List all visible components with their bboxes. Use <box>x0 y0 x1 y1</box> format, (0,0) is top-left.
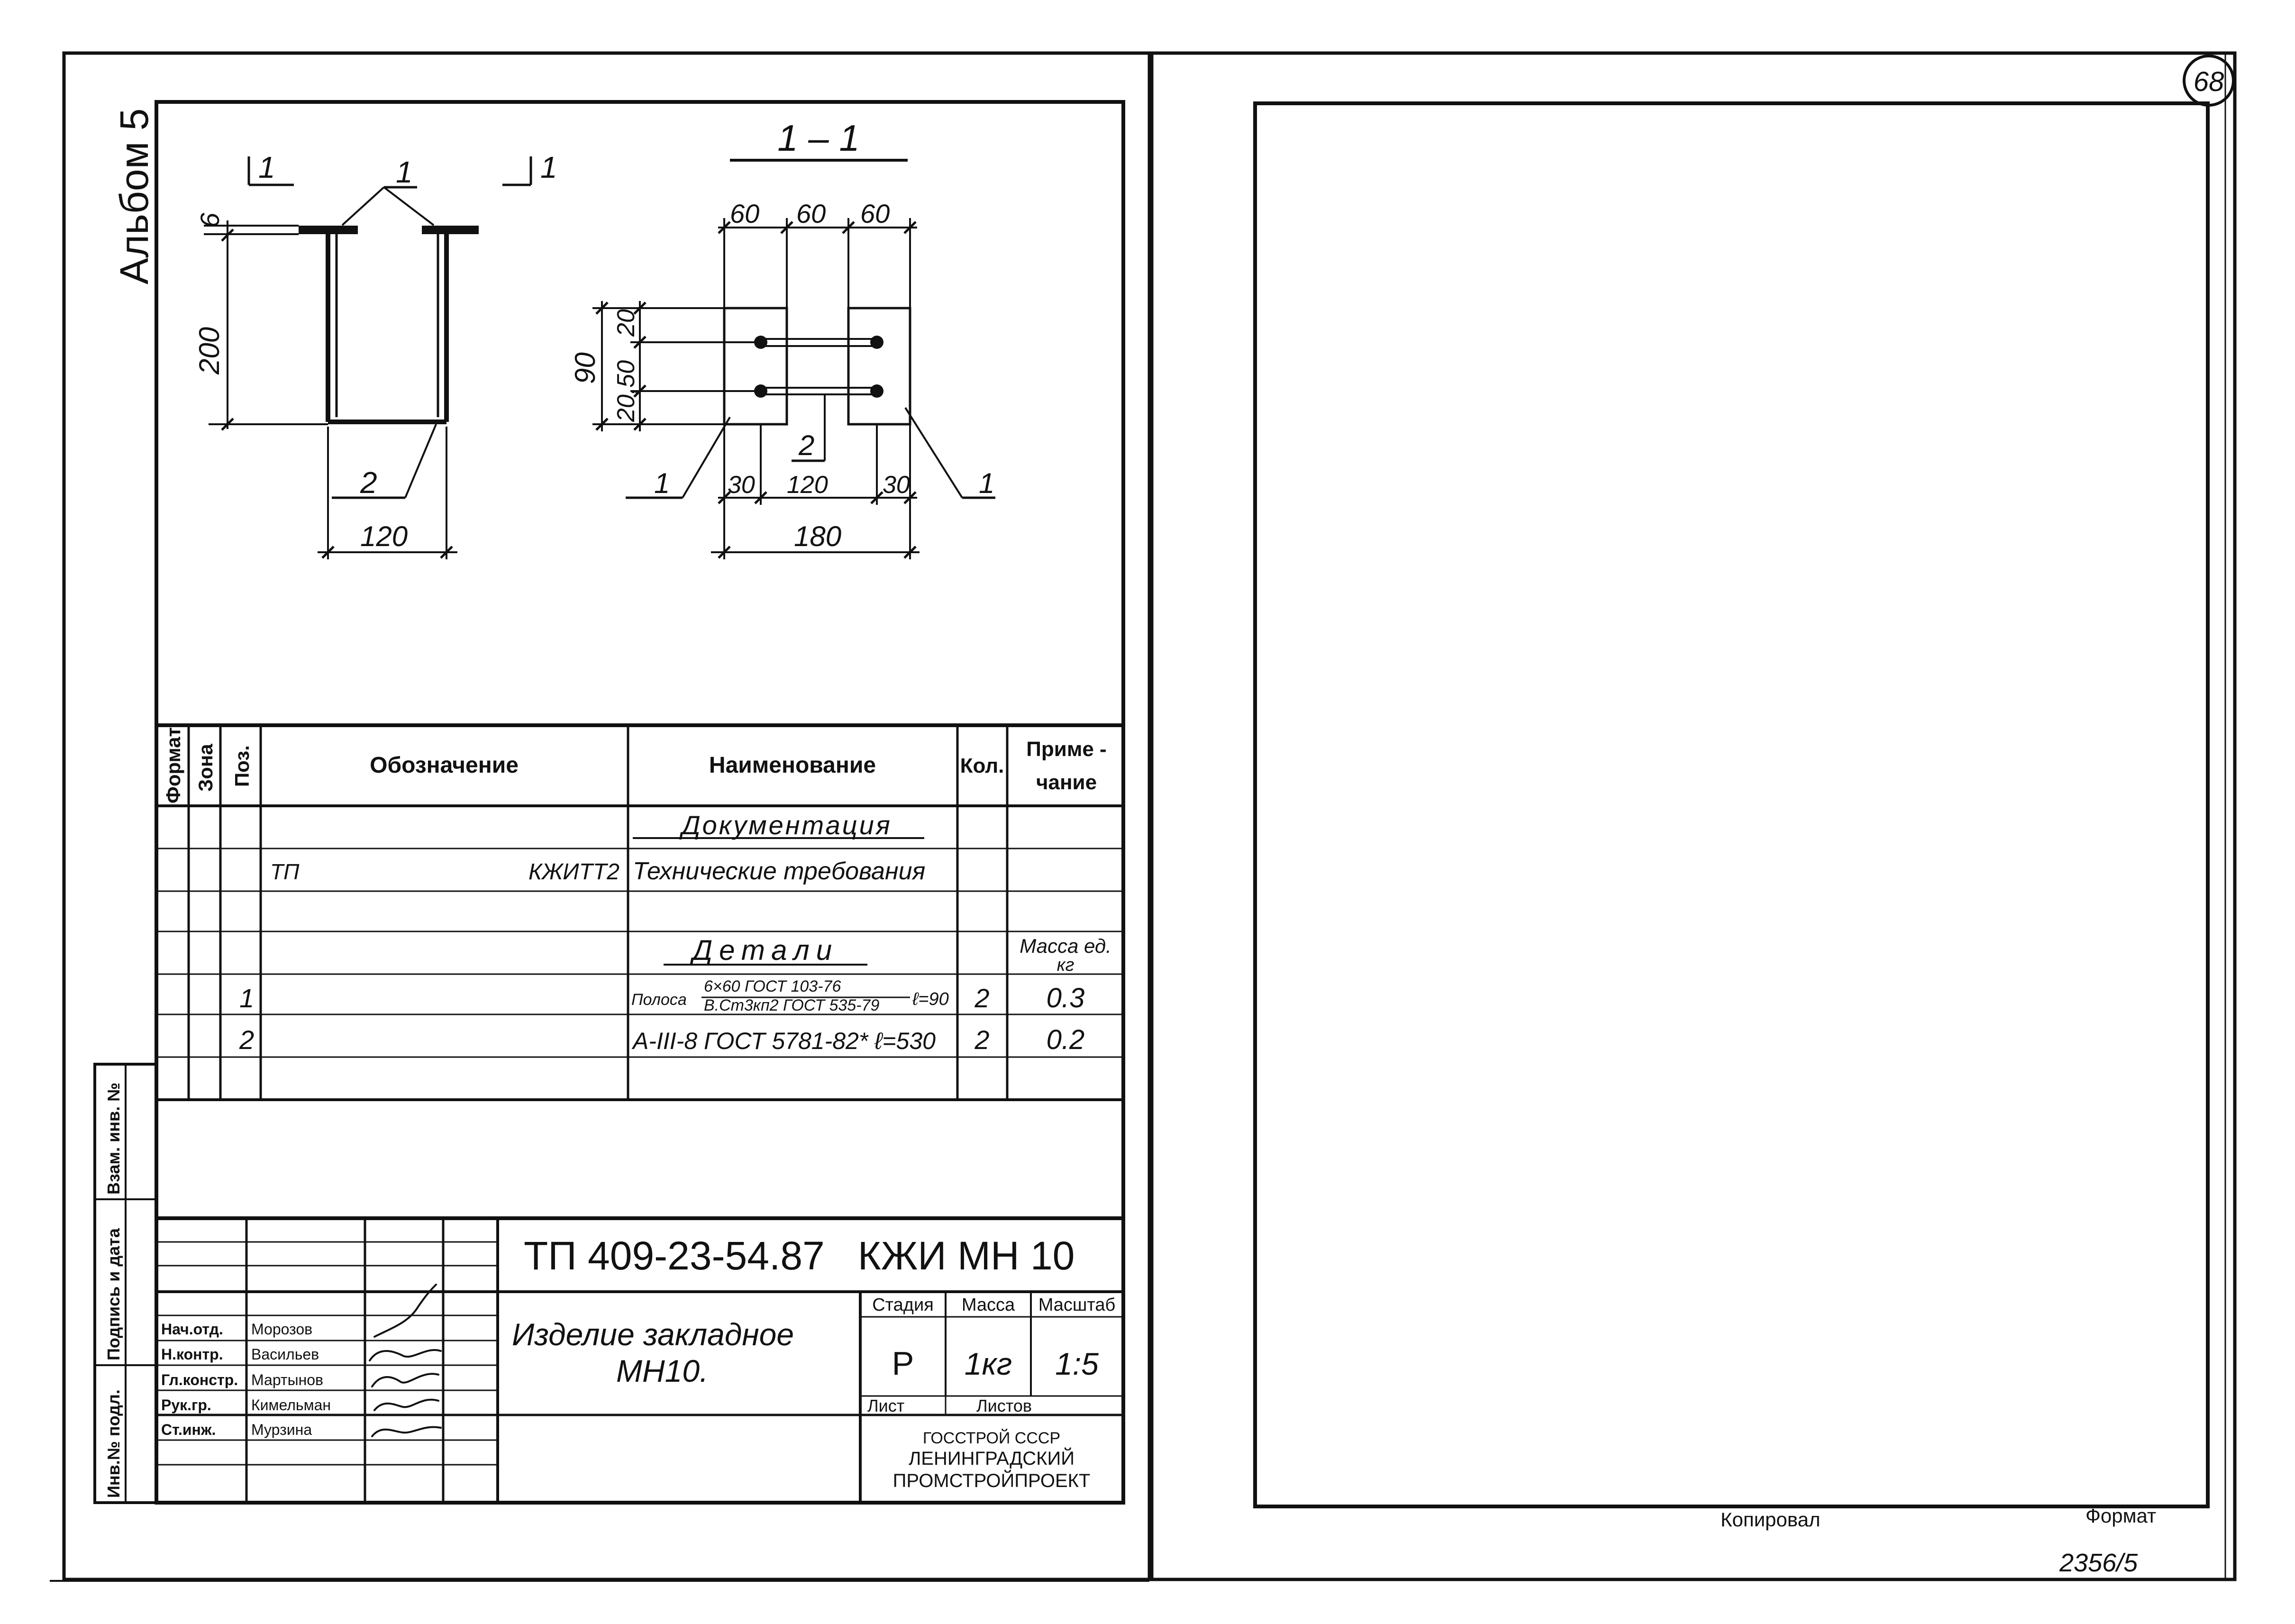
header-pos: Поз. <box>231 745 253 787</box>
title-block-grid <box>156 1216 1123 1503</box>
svg-text:120: 120 <box>360 520 408 552</box>
row1-name-numer: 6×60 ГОСТ 103-76 <box>704 977 841 995</box>
row1-name-prefix: Полоса <box>631 991 687 1009</box>
section-view <box>592 159 995 559</box>
spec-table-body: Документация ТП КЖИТТ2 Технические требо… <box>239 810 1111 1055</box>
row1-name-suffix: ℓ=90 <box>912 989 949 1009</box>
row2-name: А-III-8 ГОСТ 5781-82* ℓ=530 <box>631 1028 936 1054</box>
org-line-1: ГОССТРОЙ СССР <box>923 1429 1060 1447</box>
staff-name: Мартынов <box>251 1371 323 1388</box>
svg-text:60: 60 <box>860 199 890 228</box>
svg-text:68: 68 <box>2194 66 2224 97</box>
sheets-label: Листов <box>976 1396 1032 1415</box>
header-qty: Кол. <box>960 754 1004 777</box>
svg-text:200: 200 <box>193 327 225 375</box>
svg-text:1: 1 <box>396 155 413 189</box>
header-zone: Зона <box>194 744 217 792</box>
sheet-frames <box>50 51 2237 1582</box>
org-line-2: ЛЕНИНГРАДСКИЙ <box>909 1447 1075 1469</box>
row2-pos: 2 <box>239 1025 254 1055</box>
row1-pos: 1 <box>239 983 254 1013</box>
mass-note-1: Масса ед. <box>1020 935 1111 957</box>
format-label: Формат <box>2086 1505 2156 1527</box>
mass-value: 1кг <box>965 1346 1012 1381</box>
staff-name: Мурзина <box>251 1421 312 1438</box>
spec-table-grid <box>156 723 1123 1101</box>
staff-role: Ст.инж. <box>161 1421 216 1438</box>
org-line-3: ПРОМСТРОЙПРОЕКТ <box>893 1469 1091 1491</box>
side-stamp-labels: Инв.№ подл. Подпись и дата Взам. инв. № <box>104 1083 123 1498</box>
row2-qty: 2 <box>974 1025 989 1055</box>
sheet-label: Лист <box>867 1396 904 1415</box>
scale-label: Масштаб <box>1038 1295 1116 1315</box>
weld-marks <box>754 336 883 398</box>
footer: Копировал Формат 2356/5 <box>1721 1505 2156 1577</box>
svg-text:1: 1 <box>258 150 275 184</box>
section-details: Детали <box>690 934 838 966</box>
spec-table-header: Формат Зона Поз. Обозначение Наименовани… <box>162 727 1107 803</box>
svg-text:1: 1 <box>540 150 557 184</box>
staff-role: Н.контр. <box>161 1346 223 1363</box>
mass-label: Масса <box>962 1295 1015 1315</box>
footer-number: 2356/5 <box>2059 1549 2138 1577</box>
drawing-title-2: МН10. <box>616 1353 708 1388</box>
svg-text:1 – 1: 1 – 1 <box>777 117 859 159</box>
svg-text:30: 30 <box>883 471 910 499</box>
row1-qty: 2 <box>974 983 989 1013</box>
section-documentation: Документация <box>679 810 892 840</box>
stage-label: Стадия <box>872 1295 934 1315</box>
svg-text:90: 90 <box>569 352 601 384</box>
staff-name: Васильев <box>251 1346 319 1363</box>
svg-text:2: 2 <box>798 429 814 461</box>
staff-name: Кимельман <box>251 1396 331 1414</box>
stamp-inv-podl: Инв.№ подл. <box>104 1389 123 1498</box>
drawing-code: ТП 409-23-54.87 КЖИ МН 10 <box>524 1233 1075 1278</box>
svg-text:1: 1 <box>979 467 994 499</box>
stamp-vzam: Взам. инв. № <box>104 1083 123 1195</box>
svg-text:60: 60 <box>730 199 759 228</box>
header-note-1: Приме - <box>1026 738 1106 761</box>
stage-value: Р <box>892 1345 914 1382</box>
row1-name-denom: В.Ст3кп2 ГОСТ 535-79 <box>704 996 879 1014</box>
doc-designation-left: ТП <box>270 859 300 884</box>
stamp-podpis: Подпись и дата <box>104 1228 123 1360</box>
doc-name: Технические требования <box>633 858 925 885</box>
mass-note-2: кг <box>1057 955 1075 975</box>
row2-note: 0.2 <box>1047 1024 1085 1055</box>
svg-text:1: 1 <box>654 467 670 499</box>
header-format: Формат <box>162 727 184 803</box>
svg-text:60: 60 <box>796 199 826 228</box>
section-labels: 1 – 1 60 60 60 90 20 20,50 30 120 30 180… <box>569 117 994 552</box>
elevation-view <box>204 156 532 559</box>
svg-text:20: 20 <box>612 309 640 337</box>
drawing-title-1: Изделие закладное <box>512 1317 794 1352</box>
header-note-2: чание <box>1036 771 1097 794</box>
svg-text:30: 30 <box>728 471 755 499</box>
svg-text:120: 120 <box>787 471 828 499</box>
sheet-number: 68 <box>2183 55 2235 107</box>
staff-role: Рук.гр. <box>161 1396 211 1414</box>
elevation-labels: 1 1 1 2 6 200 120 <box>193 150 557 552</box>
svg-text:180: 180 <box>794 520 841 552</box>
staff-role: Нач.отд. <box>161 1321 223 1338</box>
staff-name: Морозов <box>251 1321 312 1338</box>
signatures <box>369 1284 442 1437</box>
svg-text:20,50: 20,50 <box>612 360 640 422</box>
scale-value: 1:5 <box>1055 1346 1099 1381</box>
album-label: Альбом 5 <box>112 109 156 284</box>
row1-note: 0.3 <box>1047 983 1085 1013</box>
side-stamp <box>93 1063 158 1504</box>
svg-text:6: 6 <box>195 212 225 228</box>
header-designation: Обозначение <box>370 753 519 778</box>
doc-designation-right: КЖИТТ2 <box>528 859 619 885</box>
svg-text:2: 2 <box>360 465 377 500</box>
header-name: Наименование <box>709 753 876 778</box>
copied-label: Копировал <box>1721 1508 1820 1531</box>
title-block-text: ТП 409-23-54.87 КЖИ МН 10 Изделие заклад… <box>161 1233 1115 1491</box>
staff-role: Гл.констр. <box>161 1371 238 1388</box>
